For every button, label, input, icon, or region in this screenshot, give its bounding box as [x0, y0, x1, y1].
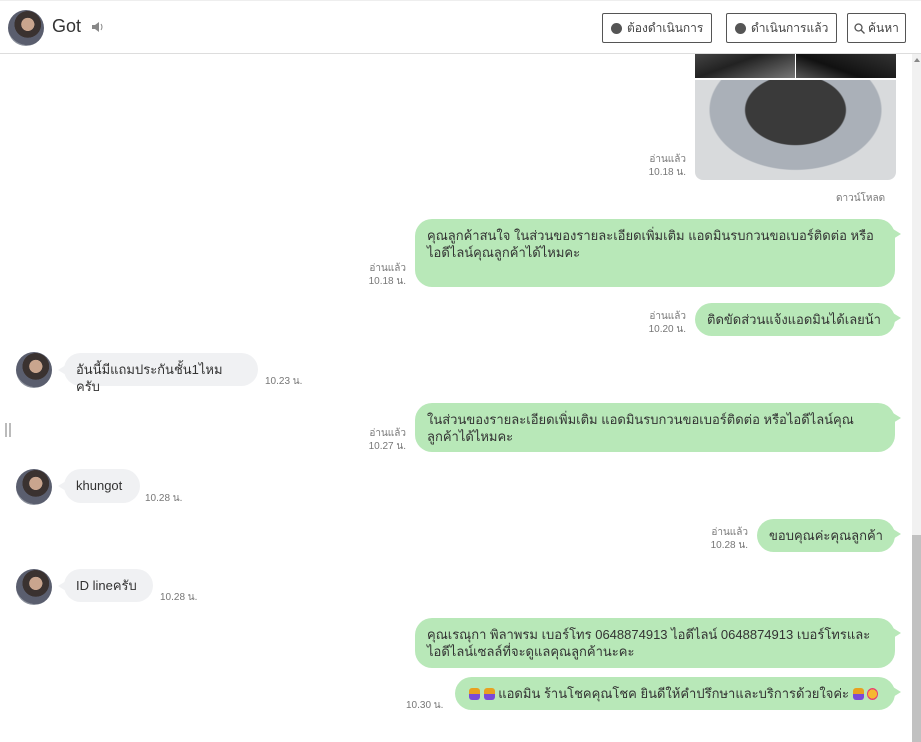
message-time: 10.23 น.: [265, 376, 303, 387]
pray-emoji-icon: [469, 688, 480, 700]
image-thumb[interactable]: [796, 54, 896, 78]
hearts-emoji-icon: [867, 688, 879, 700]
contact-name: Got: [52, 16, 82, 36]
done-label: ดำเนินการแล้ว: [751, 20, 829, 35]
message-bubble: แอดมิน ร้านโชคคุณโชค ยินดีให้คำปรึกษาและ…: [455, 677, 901, 710]
sender-avatar[interactable]: [16, 352, 52, 388]
scrollbar-thumb[interactable]: [912, 535, 921, 742]
message-bubble: ติดขัดส่วนแจ้งแอดมินได้เลยน้า: [695, 303, 901, 336]
message-bubble: คุณลูกค้าสนใจ ในส่วนของรายละเอียดเพิ่มเต…: [415, 219, 901, 287]
chat-header: Got ต้องดำเนินการ ดำเนินการแล้ว ค้นหา: [0, 0, 921, 54]
message-bubble: ID lineครับ: [58, 569, 153, 602]
message-time: 10.30 น.: [406, 700, 444, 711]
message-bubble: ในส่วนของรายละเอียดเพิ่มเติม แอดมินรบกวน…: [415, 403, 901, 452]
search-button[interactable]: ค้นหา: [847, 13, 906, 43]
pray-emoji-icon: [483, 688, 495, 700]
message-bubble: ขอบคุณค่ะคุณลูกค้า: [757, 519, 901, 552]
search-icon: [854, 22, 865, 34]
message-bubble: khungot: [58, 469, 140, 503]
resize-handle[interactable]: [5, 423, 11, 437]
scrollbar[interactable]: [912, 54, 921, 742]
sender-avatar[interactable]: [16, 469, 52, 505]
download-link[interactable]: ดาวน์โหลด: [836, 193, 886, 204]
message-time: 10.28 น.: [145, 493, 183, 504]
image-thumb[interactable]: [695, 54, 795, 78]
message-bubble: อันนี้มีแถมประกันชั้น1ไหมครับ: [58, 353, 258, 394]
sender-avatar[interactable]: [16, 569, 52, 605]
message-time: 10.28 น.: [160, 592, 198, 603]
check-bubble-icon: [735, 22, 746, 34]
car-engine-image[interactable]: [695, 80, 896, 180]
chat-bubble-icon: [611, 22, 622, 34]
pray-emoji-icon: [852, 688, 864, 700]
search-label: ค้นหา: [868, 20, 899, 35]
pending-label: ต้องดำเนินการ: [627, 20, 704, 35]
scroll-up-arrow-icon[interactable]: [914, 58, 920, 62]
done-button[interactable]: ดำเนินการแล้ว: [726, 13, 838, 43]
contact-avatar[interactable]: [8, 10, 44, 46]
pending-button[interactable]: ต้องดำเนินการ: [602, 13, 713, 43]
message-bubble: คุณเรณุกา พิลาพรม เบอร์โทร 0648874913 ไอ…: [415, 618, 901, 668]
message-text: แอดมิน ร้านโชคคุณโชค ยินดีให้คำปรึกษาและ…: [498, 686, 850, 701]
speaker-icon[interactable]: [91, 21, 105, 33]
